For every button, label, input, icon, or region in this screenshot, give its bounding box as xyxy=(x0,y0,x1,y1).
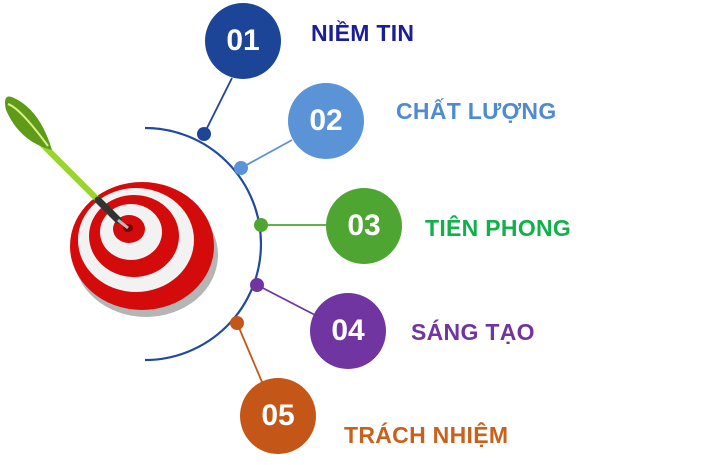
connector-arc xyxy=(144,126,263,362)
step-04-badge: 04 xyxy=(310,293,386,369)
step-05-number: 05 xyxy=(261,399,295,432)
step-01-number: 01 xyxy=(226,24,260,57)
step-03-label: TIÊN PHONG xyxy=(425,215,572,241)
step-01-label: NIỀM TIN xyxy=(311,20,415,46)
step-02-number: 02 xyxy=(309,104,343,137)
step-04-label: SÁNG TẠO xyxy=(411,319,535,345)
connector-dot-02 xyxy=(234,161,248,175)
connector-dot-04 xyxy=(250,278,264,292)
connector-dot-01 xyxy=(197,127,211,141)
connector-dot-05 xyxy=(230,316,244,330)
connector-dot-03 xyxy=(254,218,268,232)
step-02-badge: 02 xyxy=(288,83,364,159)
step-05-label: TRÁCH NHIỆM xyxy=(344,422,509,448)
step-04-number: 04 xyxy=(331,314,365,347)
step-02-label: CHẤT LƯỢNG xyxy=(396,98,557,124)
step-03-number: 03 xyxy=(347,209,381,242)
step-01-badge: 01 xyxy=(205,3,281,79)
step-03-badge: 03 xyxy=(326,188,402,264)
dart-target-icon xyxy=(5,96,218,317)
step-05-badge: 05 xyxy=(240,378,316,454)
